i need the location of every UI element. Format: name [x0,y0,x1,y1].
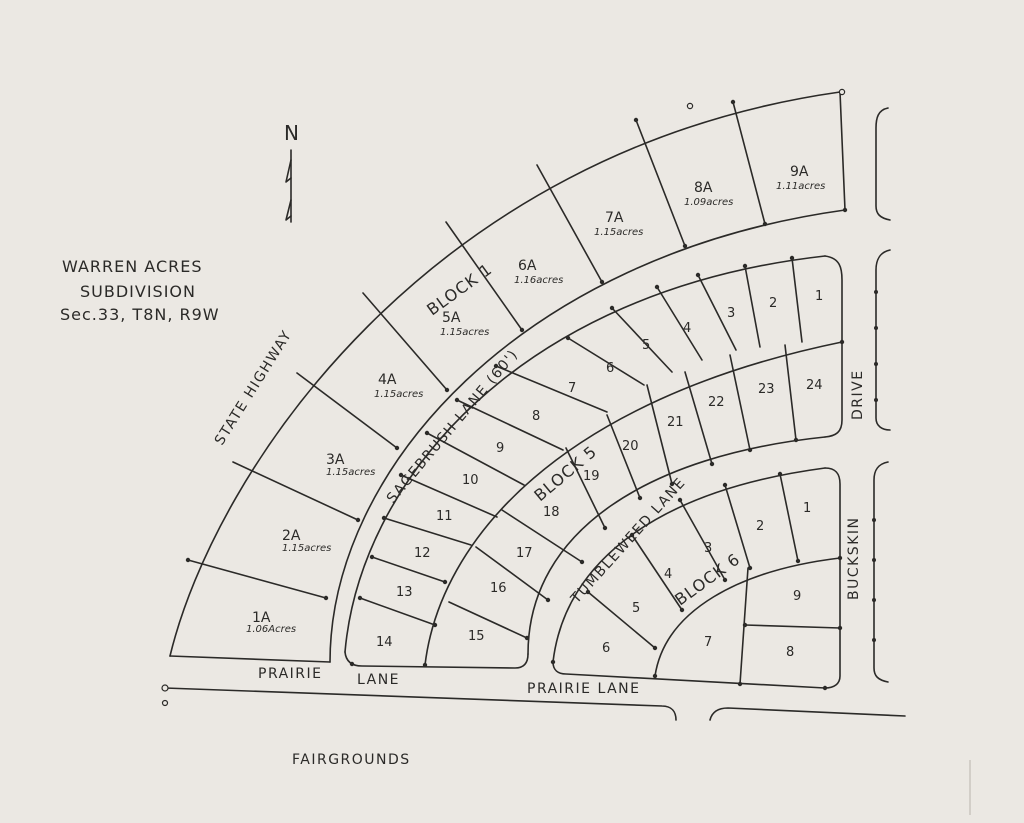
svg-text:1.15acres: 1.15acres [374,389,423,400]
lot-4a: 4A 1.15acres [374,372,423,400]
svg-text:6A: 6A [518,258,537,274]
lot-b5-15: 15 [468,629,485,644]
lot-b5-9: 9 [496,441,504,456]
block-6-corner-points [550,471,843,691]
block-6-lots: 6 5 4 3 2 1 9 8 7 [602,501,811,660]
svg-text:1A: 1A [252,610,271,626]
lot-b5-16: 16 [490,581,507,596]
lot-b6-9: 9 [793,589,801,604]
svg-text:1.09acres: 1.09acres [684,197,733,208]
lot-b5-23: 23 [758,382,775,397]
block-5-inner-lots: 15 16 17 18 19 20 21 22 23 24 [468,378,823,644]
lot-b5-5: 5 [642,338,650,353]
lot-b5-12: 12 [414,546,431,561]
lot-6a: 6A 1.16acres [514,258,563,286]
lot-b5-20: 20 [622,439,639,454]
prairie-lane-right-label: PRAIRIE LANE [527,681,640,697]
svg-text:5A: 5A [442,310,461,326]
lot-b6-5: 5 [632,601,640,616]
sagebrush-lane-label: SAGEBRUSH LANE (60') [384,346,522,506]
north-label: N [284,121,299,145]
north-arrow: N [284,121,299,223]
lot-b5-8: 8 [532,409,540,424]
lot-8a: 8A 1.09acres [684,180,733,208]
drive-label: DRIVE [850,369,866,420]
lot-b5-17: 17 [516,546,533,561]
lot-b5-3: 3 [727,306,735,321]
block-1-boundary [169,91,846,663]
block-5-outer-lots: 14 13 12 11 10 9 8 7 6 5 4 3 2 1 [376,289,823,650]
lot-b5-24: 24 [806,378,823,393]
lot-b6-6: 6 [602,641,610,656]
svg-text:1.15acres: 1.15acres [440,327,489,338]
svg-text:7A: 7A [605,210,624,226]
block-5-corner-points [349,255,845,668]
lot-b5-21: 21 [667,415,684,430]
prairie-lane-edges [161,684,906,721]
svg-text:8A: 8A [694,180,713,196]
lot-9a: 9A 1.11acres [776,164,825,192]
lot-b6-8: 8 [786,645,794,660]
lot-b5-6: 6 [606,361,614,376]
lot-b5-13: 13 [396,585,413,600]
svg-text:1.06Acres: 1.06Acres [246,624,296,635]
lot-b5-18: 18 [543,505,560,520]
lot-b6-7: 7 [704,635,712,650]
lot-b5-2: 2 [769,296,777,311]
block-5-lot-lines [359,257,803,639]
buckskin-label: BUCKSKIN [846,517,862,600]
lot-b5-4: 4 [683,321,691,336]
prairie-lane-left-label-2: LANE [357,672,400,688]
lot-b5-14: 14 [376,635,393,650]
svg-text:1.15acres: 1.15acres [282,543,331,554]
block-1-corner-points [185,88,848,601]
block-6-lot-lines [587,473,841,685]
lot-b6-3: 3 [704,541,712,556]
svg-text:9A: 9A [790,164,809,180]
svg-text:1.11acres: 1.11acres [776,181,825,192]
svg-text:1.16acres: 1.16acres [514,275,563,286]
lot-2a: 2A 1.15acres [282,528,331,554]
lot-b5-1: 1 [815,289,823,304]
title-line-3: Sec.33, T8N, R9W [60,305,220,324]
lot-b5-10: 10 [462,473,479,488]
lot-b6-1: 1 [803,501,811,516]
svg-text:1.15acres: 1.15acres [594,227,643,238]
block-1-lots: 1A 1.06Acres 2A 1.15acres 3A 1.15acres 4… [246,164,825,635]
lot-b5-11: 11 [436,509,453,524]
lot-b6-2: 2 [756,519,764,534]
block-1-lot-lines [187,101,766,599]
lot-b5-22: 22 [708,395,725,410]
lot-b6-4: 4 [664,567,672,582]
lot-b5-7: 7 [568,381,576,396]
lot-3a: 3A 1.15acres [326,452,375,478]
lot-7a: 7A 1.15acres [594,210,643,238]
svg-text:4A: 4A [378,372,397,388]
title-line-1: WARREN ACRES [62,257,203,276]
lot-1a: 1A 1.06Acres [246,610,296,635]
svg-text:3A: 3A [326,452,345,468]
lot-5a: 5A 1.15acres [440,310,489,338]
prairie-lane-left-label: PRAIRIE [258,666,323,682]
svg-text:2A: 2A [282,528,301,544]
fairgrounds-label: FAIRGROUNDS [292,752,411,768]
lot-b5-19: 19 [583,469,600,484]
right-edge-parcels [872,107,891,683]
title-line-2: SUBDIVISION [80,282,196,301]
plat-title: WARREN ACRES SUBDIVISION Sec.33, T8N, R9… [60,257,220,324]
svg-text:1.15acres: 1.15acres [326,467,375,478]
state-highway-label: STATE HIGHWAY [212,327,296,448]
